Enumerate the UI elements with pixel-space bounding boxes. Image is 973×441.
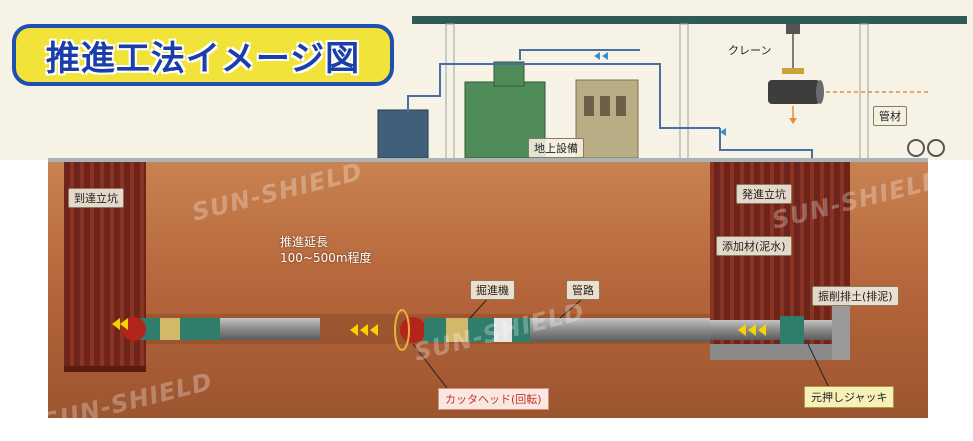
jack-wall [832, 306, 850, 360]
launch-shaft-label: 発進立坑 [736, 184, 792, 204]
arrival-shaft-label: 到達立坑 [68, 188, 124, 208]
ground-surface [48, 158, 928, 164]
suspended-pipe [768, 80, 820, 104]
crane-trolley [786, 24, 800, 34]
control-cabin [377, 109, 429, 159]
main-jack-label: 元押しジャッキ [804, 386, 895, 408]
treatment-unit [575, 79, 639, 159]
extent-line1: 推進延長 [280, 235, 329, 249]
extent-label: 推進延長 100~500m程度 [280, 234, 372, 266]
crane-hook [782, 68, 804, 74]
additive-label: 添加材(泥水) [716, 236, 792, 256]
cutter-head-label: カッタヘッド(回転) [438, 388, 549, 410]
crane-label: クレーン [728, 44, 772, 57]
stored-pipes [907, 139, 945, 157]
pipe-material-label: 管材 [873, 106, 907, 126]
gantry-rail [412, 16, 967, 24]
surface-equipment-label: 地上設備 [528, 138, 584, 158]
extent-line2: 100~500m程度 [280, 251, 372, 265]
pipeline-label: 管路 [566, 280, 600, 300]
cutter-head [400, 317, 426, 343]
tunnel-boring-machine [424, 318, 530, 342]
machine-label: 掘進機 [470, 280, 515, 300]
pipeline [530, 318, 710, 342]
drainage-label: 振削排土(排泥) [812, 286, 899, 306]
advance-arrows [112, 318, 766, 336]
shaft-floor [710, 344, 850, 360]
page-title: 推進工法イメージ図 [12, 24, 394, 86]
plant-tank [493, 61, 525, 87]
arrived-pipe [220, 318, 320, 340]
